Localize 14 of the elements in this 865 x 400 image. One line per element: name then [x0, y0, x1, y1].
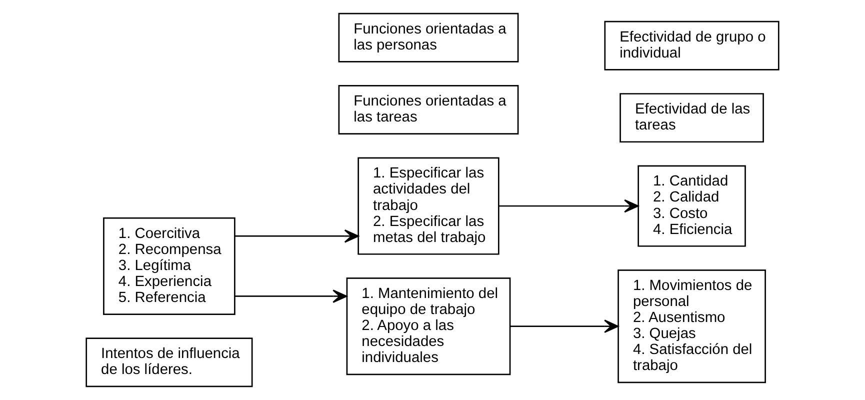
node-box: 1. Especificar las actividades del trabajo 2. Especificar las metas del trabajo [358, 157, 500, 255]
arrow [234, 229, 359, 243]
node-box: 1. Cantidad 2. Calidad 3. Costo 4. Eficiencia [638, 165, 746, 247]
node-box: 1. Mantenimiento del equipo de trabajo 2. Apoyo a las necesidades individuales [346, 278, 511, 376]
arrow [510, 320, 619, 333]
node-box: Funciones orientadas a las personas [338, 12, 519, 62]
node-box: Efectividad de grupo o individual [604, 20, 780, 70]
arrow [234, 290, 348, 303]
arrow [498, 199, 639, 213]
node-box: Funciones orientadas a las tareas [338, 85, 519, 135]
node-box: 1. Movimientos de personal 2. Ausentismo 3. Quejas 4. Satisfacción del trabajo [618, 270, 766, 384]
node-box: 1. Coercitiva 2. Recompensa 3. Legítima 4. Experiencia 5. Referencia [103, 217, 236, 315]
node-box: Efectividad de las tareas [620, 93, 764, 143]
node-box: Intentos de influencia de los líderes. [86, 338, 253, 388]
